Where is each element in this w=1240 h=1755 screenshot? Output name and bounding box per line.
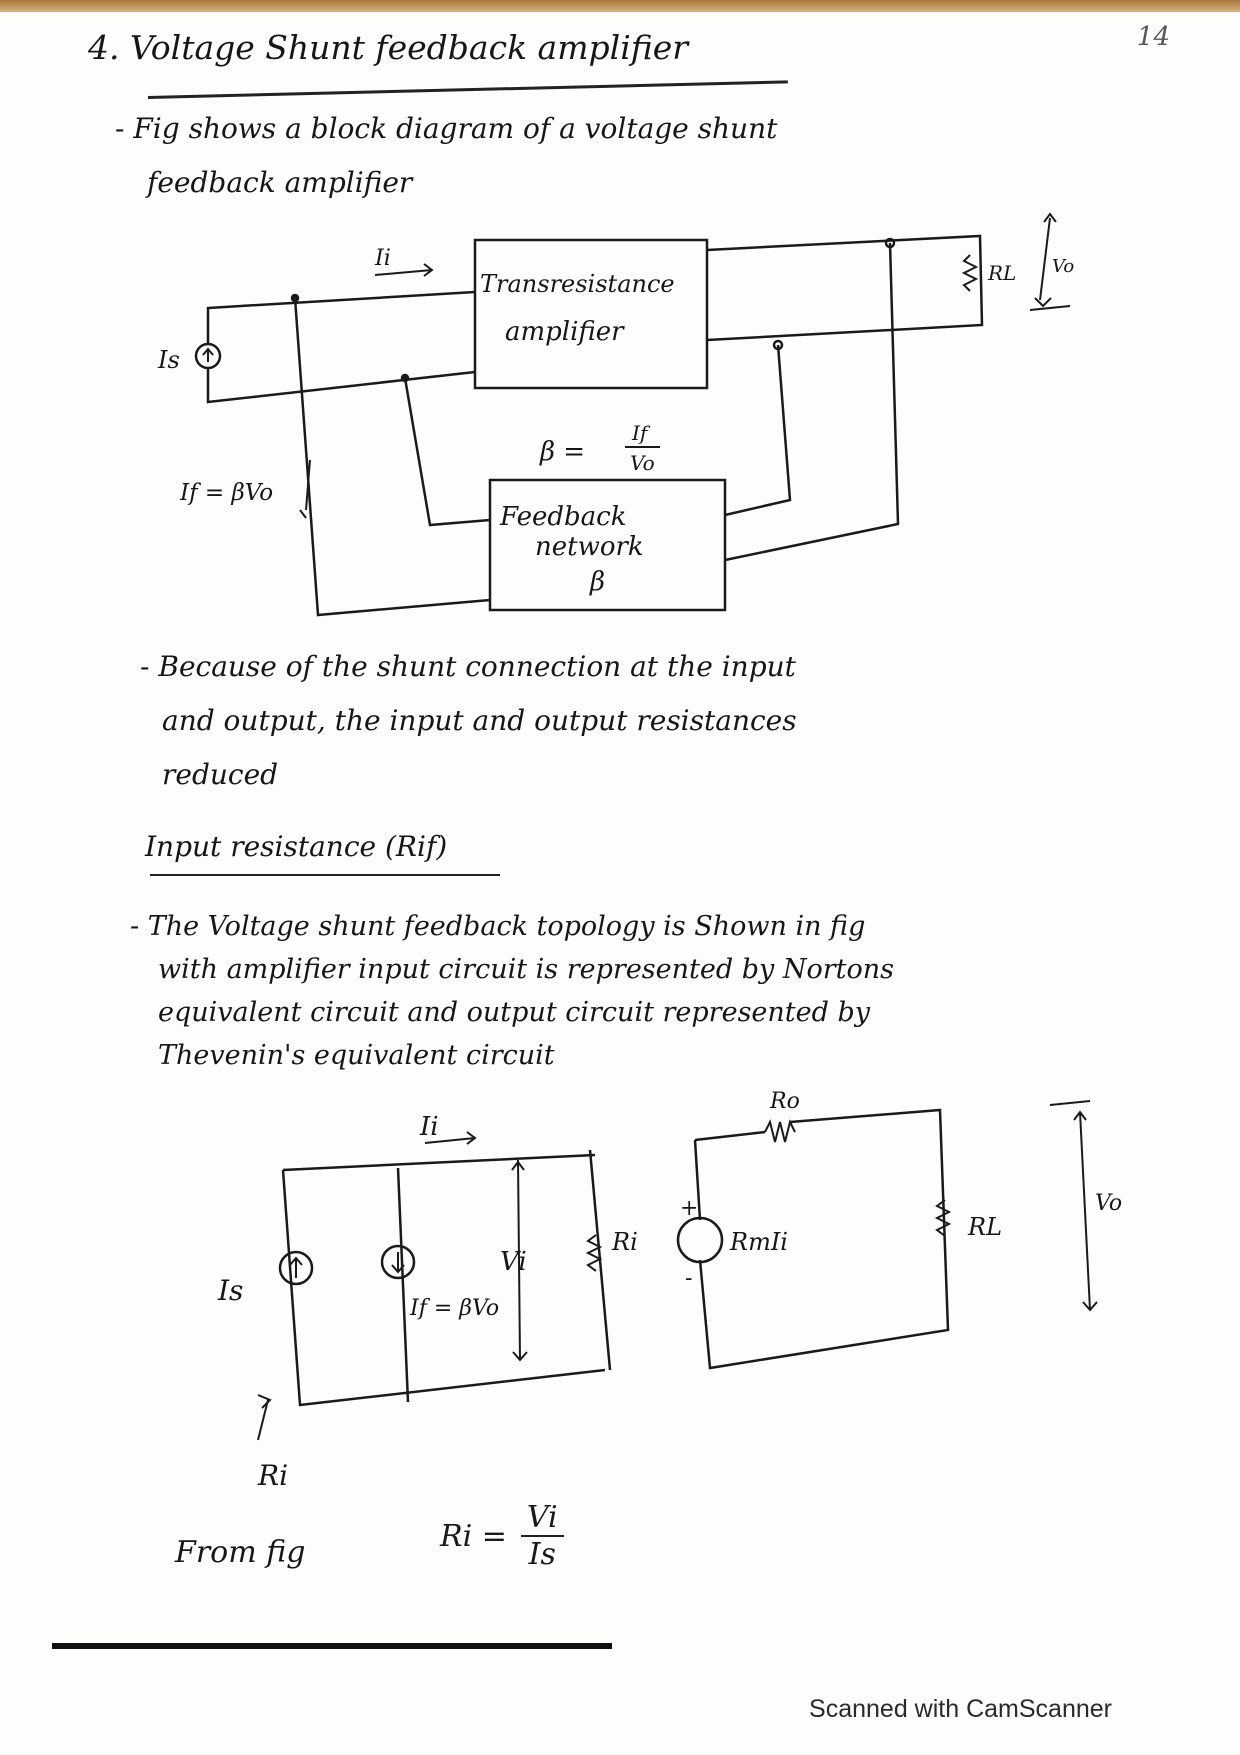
page-edge-line [52, 1643, 612, 1649]
scan-edge [0, 0, 1240, 12]
input-current-label: Ii [419, 1112, 439, 1142]
intro-line: feedback amplifier [147, 166, 413, 199]
dependent-source-icon [676, 1216, 724, 1264]
minus-sign: - [685, 1266, 692, 1291]
amp-block-label: Transresistance [480, 270, 675, 298]
source-label: Is [217, 1274, 243, 1307]
formula-lhs: Ri = [440, 1518, 507, 1554]
shunt-note: - Because of the shunt connection at the… [140, 640, 797, 802]
input-resistor-icon [585, 1234, 603, 1272]
load-label: RL [987, 261, 1016, 285]
beta-numerator: If [631, 421, 651, 445]
feedback-network-block [488, 478, 727, 612]
equivalent-circuit: Is Ii If = βVo Vi Ri RmIi Ro RL Vo + - R… [217, 1089, 1122, 1492]
load-resistor-icon [934, 1199, 952, 1237]
current-source-icon [278, 1250, 314, 1286]
feedback-block-label: β [589, 567, 605, 597]
page-number: 14 [1136, 22, 1170, 52]
load-resistor-icon [961, 254, 979, 292]
feedback-block-label: Feedback [499, 502, 627, 532]
source-label: Is [157, 346, 180, 374]
note-line: and output, the input and output resista… [162, 704, 797, 737]
section-heading: Input resistance (Rif) [145, 830, 448, 863]
note-line: - Because of the shunt connection at the… [140, 650, 796, 683]
input-voltage-label: Vi [500, 1247, 527, 1277]
resistance-arrow-label: Ri [257, 1459, 288, 1492]
load-resistor-label: RL [967, 1213, 1002, 1241]
topology-paragraph: - The Voltage shunt feedback topology is… [130, 905, 894, 1077]
input-resistance-formula: Ri = Vi Is [440, 1500, 564, 1572]
input-current-label: Ii [374, 246, 391, 271]
heading-underline [150, 874, 500, 876]
output-voltage-label: Vo [1052, 256, 1074, 277]
output-resistor-label: Ro [769, 1089, 800, 1114]
plus-sign: + [680, 1196, 698, 1221]
scanner-watermark: Scanned with CamScanner [809, 1695, 1112, 1723]
block-diagram: Transresistance amplifier Feedback netwo… [157, 212, 1074, 617]
feedback-current-source-icon [380, 1244, 416, 1280]
feedback-block-label: network [535, 532, 644, 562]
note-line: reduced [162, 758, 279, 791]
dependent-source-label: RmIi [729, 1228, 788, 1256]
amp-block-label: amplifier [505, 317, 625, 347]
beta-denominator: Vo [630, 451, 655, 475]
topology-line: Thevenin's equivalent circuit [158, 1040, 555, 1071]
intro-line: - Fig shows a block diagram of a voltage… [115, 112, 778, 145]
formula-denominator: Is [528, 1537, 556, 1572]
topology-line: with amplifier input circuit is represen… [158, 954, 894, 985]
section-title: 4. Voltage Shunt feedback amplifier [88, 28, 689, 67]
input-resistor-label: Ri [611, 1228, 638, 1256]
formula-lead: From fig [175, 1535, 306, 1570]
formula-fraction: Vi Is [520, 1500, 564, 1572]
topology-line: equivalent circuit and output circuit re… [158, 997, 871, 1028]
feedback-current-label: If = βVo [179, 480, 273, 506]
resistance-arrow [257, 1394, 272, 1441]
output-resistor-icon [764, 1119, 796, 1143]
transresistance-amplifier-block [473, 238, 709, 390]
output-voltage-label: Vo [1095, 1191, 1122, 1216]
beta-equation: β = [539, 437, 585, 467]
intro-paragraph: - Fig shows a block diagram of a voltage… [115, 102, 777, 210]
formula-numerator: Vi [520, 1500, 564, 1537]
topology-line: - The Voltage shunt feedback topology is… [130, 911, 866, 942]
feedback-source-label: If = βVo [409, 1296, 499, 1321]
